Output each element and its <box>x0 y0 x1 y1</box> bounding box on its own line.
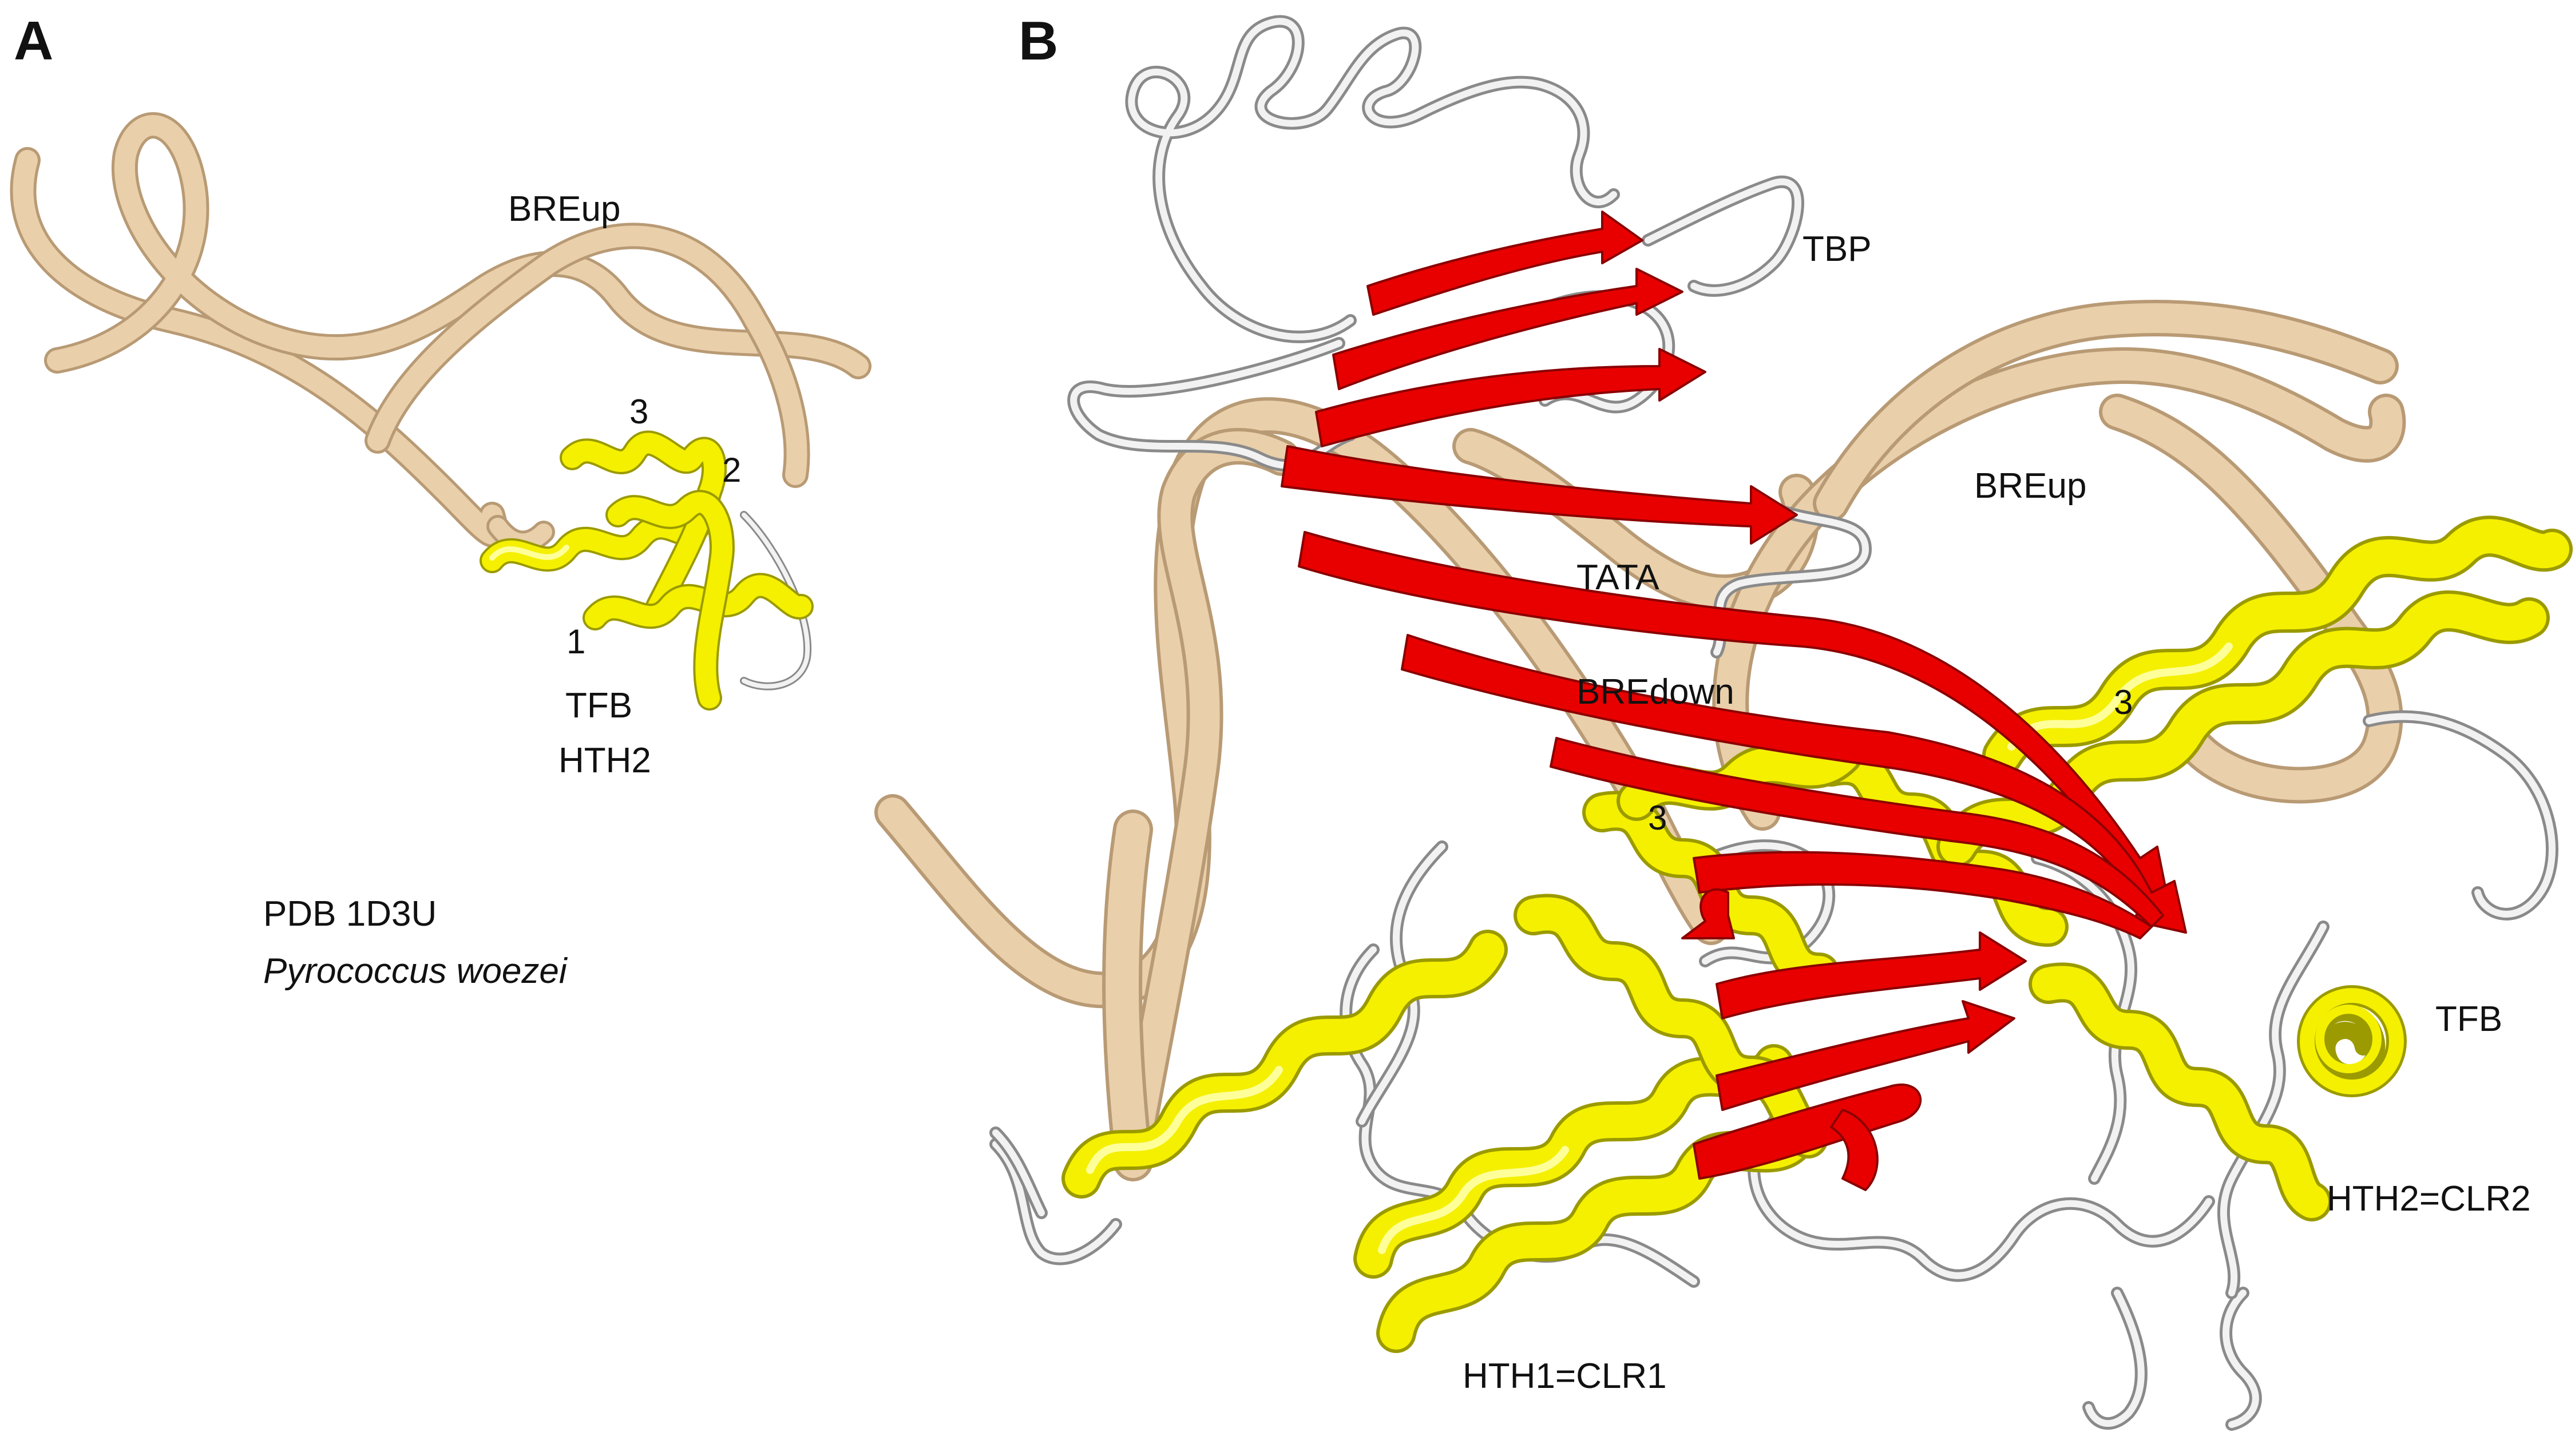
hth2-clr2-label: HTH2=CLR2 <box>2327 1179 2531 1219</box>
pdb-id-label: PDB 1D3U <box>263 894 437 934</box>
panel-b-letter: B <box>1019 10 1058 72</box>
panel-a-tfb-helices <box>480 430 814 711</box>
panel-a-helix-2-number: 2 <box>722 451 741 489</box>
panel-a-helix-1-number: 1 <box>566 622 585 661</box>
tbp-label: TBP <box>1802 229 1872 269</box>
panel-b-tfb-label: TFB <box>2435 999 2502 1039</box>
panel-a-helix-3-number: 3 <box>629 392 648 431</box>
panel-b-breup-label: BREup <box>1974 466 2086 506</box>
tata-label: TATA <box>1576 558 1659 597</box>
panel-b-helix-3-left-number: 3 <box>1648 799 1667 837</box>
panel-b: B <box>874 10 2573 1431</box>
panel-a-breup-label: BREup <box>508 189 620 229</box>
panel-b-helix-3-right-number: 3 <box>2114 683 2133 721</box>
panel-a-dna-ribbon <box>10 112 871 554</box>
bredown-label: BREdown <box>1576 672 1734 712</box>
organism-label: Pyrococcus woezei <box>263 951 568 991</box>
panel-a-tfb-label: TFB <box>565 686 632 725</box>
panel-a-letter: A <box>14 10 53 72</box>
panel-b-dna-ribbon <box>874 300 2406 1181</box>
panel-b-tbp-strands <box>1281 211 2187 1191</box>
panel-a: A BREup 3 2 1 <box>10 10 871 991</box>
panel-b-tfb-helices <box>1061 515 2573 1353</box>
hth1-clr1-label: HTH1=CLR1 <box>1463 1356 1667 1396</box>
panel-a-hth2-label: HTH2 <box>558 741 651 780</box>
